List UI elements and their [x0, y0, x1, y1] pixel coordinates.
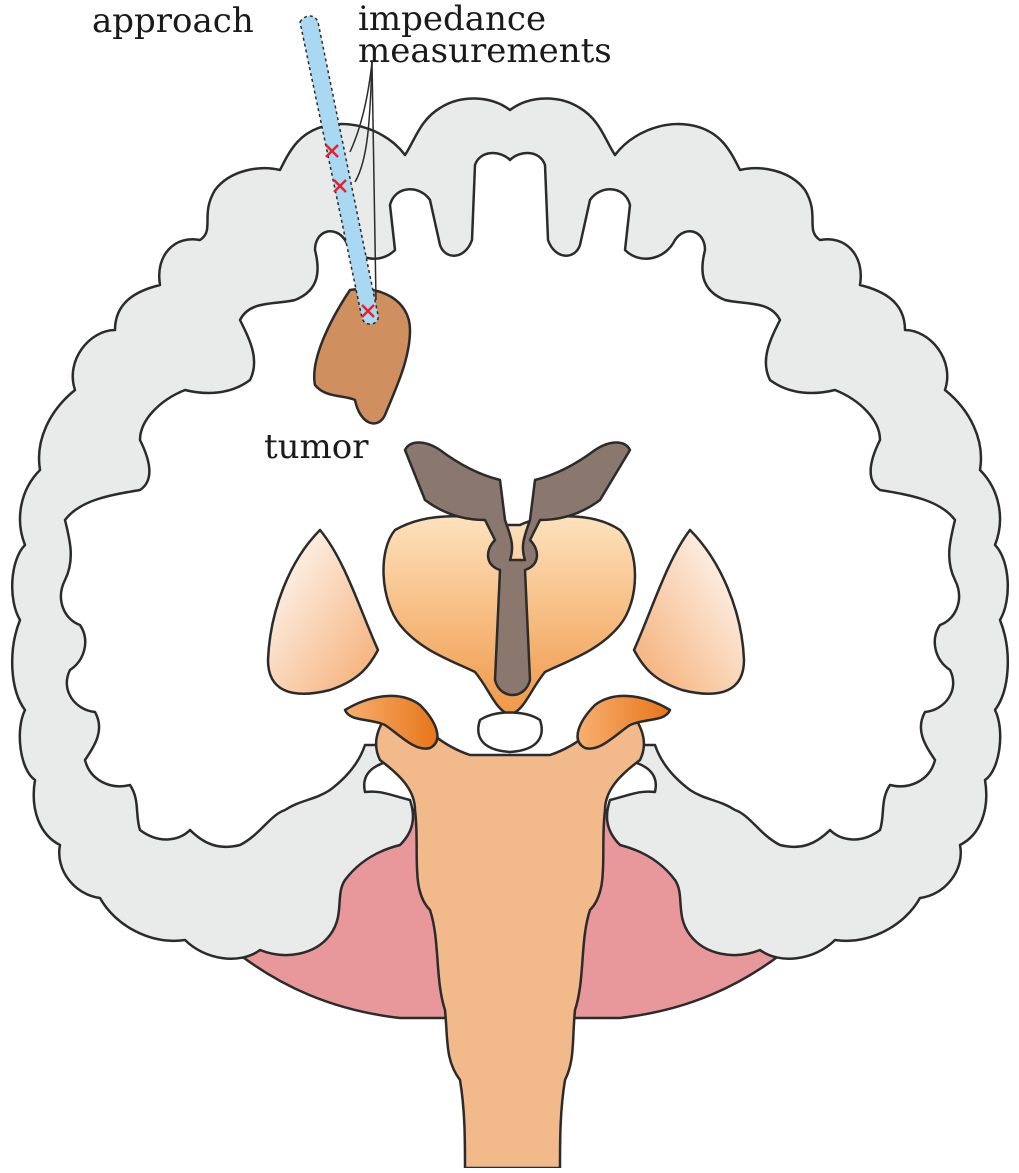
leader-line-2	[354, 61, 373, 183]
probe-shaft	[299, 15, 379, 325]
tumor-label: tumor	[264, 427, 369, 467]
lateral-ventricles	[403, 441, 632, 697]
impedance-label-line1: impedance	[358, 0, 547, 39]
insula-right	[632, 528, 746, 695]
measurement-marker	[325, 144, 339, 158]
insula-left	[266, 528, 380, 695]
leader-line-3	[371, 61, 377, 301]
third-ventricle-gap	[477, 711, 543, 754]
measurement-marker	[333, 179, 347, 193]
approach-label: approach	[92, 1, 254, 41]
nucleus-left	[343, 694, 439, 750]
tumor-mass	[312, 287, 412, 425]
impedance-label-line2: measurements	[358, 31, 612, 71]
nucleus-right	[576, 694, 672, 750]
measurement-marker	[361, 304, 375, 318]
leader-line-1	[349, 61, 373, 153]
probe	[299, 15, 379, 325]
